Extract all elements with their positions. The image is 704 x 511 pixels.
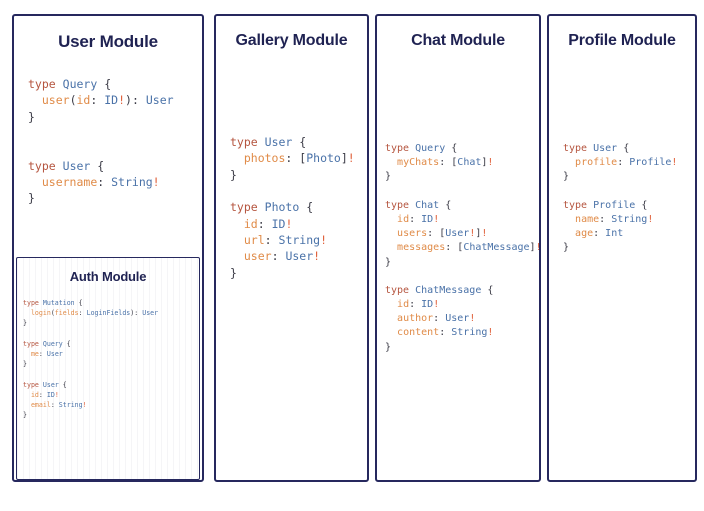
schema-code-user: type Query { user(id: ID!): User } type …	[28, 77, 174, 206]
module-card-chat[interactable]: Chat Module type Query { myChats: [Chat]…	[375, 14, 541, 482]
module-title-auth: Auth Module	[69, 269, 147, 284]
schema-code-gallery: type User { photos: [Photo]! } type Phot…	[230, 135, 355, 280]
module-card-gallery[interactable]: Gallery Module type User { photos: [Phot…	[214, 14, 369, 482]
module-card-user[interactable]: User Module type Query { user(id: ID!): …	[12, 14, 204, 482]
schema-code-auth: type Mutation { login(fields: LoginField…	[23, 299, 159, 420]
module-title-chat: Chat Module	[411, 32, 505, 49]
module-card-profile[interactable]: Profile Module type User { profile: Prof…	[547, 14, 697, 482]
schema-code-profile: type User { profile: Profile! } type Pro…	[563, 143, 678, 254]
module-title-gallery: Gallery Module	[235, 32, 348, 49]
module-title-user: User Module	[58, 32, 158, 51]
module-card-auth[interactable]: Auth Module type Mutation { login(fields…	[16, 257, 200, 480]
schema-code-chat: type Query { myChats: [Chat]! } type Cha…	[385, 143, 539, 353]
module-title-profile: Profile Module	[568, 32, 676, 49]
